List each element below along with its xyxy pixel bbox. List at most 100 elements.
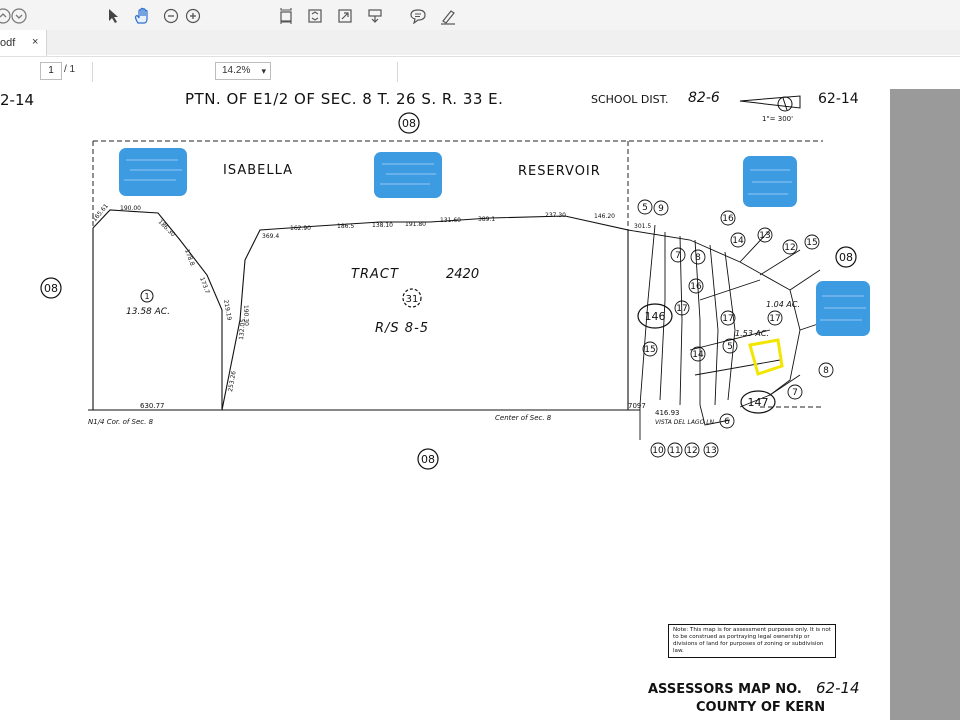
dim-label: 389.1	[478, 216, 495, 223]
acreage-104: 1.04 AC.	[766, 300, 800, 309]
svg-text:11: 11	[669, 446, 680, 456]
dim-label: 301.5	[634, 223, 651, 230]
dim-label: 253.26	[227, 370, 238, 392]
highlight-pen-icon[interactable]	[438, 5, 458, 27]
map-title: PTN. OF E1/2 OF SEC. 8 T. 26 S. R. 33 E.	[185, 90, 504, 108]
tab-label: odf	[0, 37, 16, 49]
svg-text:8: 8	[823, 366, 829, 376]
prev-page-icon[interactable]	[0, 5, 12, 27]
page-total: / 1	[64, 64, 76, 75]
zoom-in-icon[interactable]	[184, 5, 202, 27]
n-quarter-corner: N1/4 Cor. of Sec. 8	[88, 418, 154, 426]
svg-text:13: 13	[705, 446, 716, 456]
dim-label: 237.30	[545, 212, 566, 219]
reservoir-label-b: RESERVOIR	[518, 164, 601, 179]
zoom-out-icon[interactable]	[162, 5, 180, 27]
page-number-input[interactable]: 1	[40, 62, 62, 80]
svg-text:5: 5	[642, 203, 648, 213]
svg-text:17: 17	[769, 314, 780, 324]
rotate-scroll-icon[interactable]	[365, 5, 385, 27]
svg-text:16: 16	[690, 282, 702, 292]
tab-bar: odf ×	[0, 0, 960, 56]
chevron-down-icon: ▾	[261, 66, 266, 76]
hand-tool-icon[interactable]	[132, 5, 152, 27]
dim-label: 162.90	[290, 225, 311, 232]
parcel-31: 31	[406, 294, 419, 305]
disclaimer-note: Note: This map is for assessment purpose…	[668, 624, 836, 658]
toolbar-divider	[397, 62, 398, 82]
svg-text:15: 15	[806, 238, 817, 248]
map-number-right: 62-14	[818, 91, 859, 107]
dim-label: 186.5	[337, 223, 354, 230]
scale-text: 1"= 300'	[762, 115, 794, 123]
tract-number: 2420	[446, 267, 479, 282]
dim-label: 190.30	[242, 305, 250, 326]
acreage-153: 1.53 AC.	[735, 329, 769, 338]
svg-text:16: 16	[722, 214, 734, 224]
reservoir-water-icons	[119, 148, 870, 336]
svg-text:12: 12	[686, 446, 697, 456]
dim-630: 630.77	[140, 402, 165, 410]
svg-text:17: 17	[722, 314, 733, 324]
page-gutter	[890, 89, 960, 720]
comment-icon[interactable]	[408, 5, 428, 27]
svg-text:14: 14	[732, 236, 744, 246]
fit-page-icon[interactable]	[276, 5, 296, 27]
svg-text:10: 10	[652, 446, 664, 456]
dim-416: 416.93	[655, 409, 680, 417]
parcel-08-left: 08	[44, 282, 58, 295]
dim-label: 369.4	[262, 233, 279, 240]
document-tab[interactable]: odf ×	[0, 30, 47, 56]
svg-text:5: 5	[727, 342, 733, 352]
rs-label: R/S 8-5	[375, 321, 429, 336]
toolbar-divider	[92, 62, 93, 82]
book-147: 147	[748, 396, 769, 409]
title-strip	[0, 0, 960, 30]
map-number-left: 2-14	[0, 91, 35, 109]
school-district-label: SCHOOL DIST.	[591, 93, 669, 106]
acreage-1: 13.58 AC.	[126, 307, 170, 317]
full-screen-icon[interactable]	[335, 5, 355, 27]
school-district-value: 82-6	[688, 90, 720, 106]
dim-label: 146.20	[594, 213, 615, 220]
dim-label: 186.30	[157, 218, 177, 238]
next-page-icon[interactable]	[10, 5, 28, 27]
parcel-1: 1	[144, 292, 149, 301]
svg-text:15: 15	[644, 345, 655, 355]
dim-label: 191.80	[405, 221, 426, 228]
dim-7097: 7097	[628, 402, 646, 410]
close-icon[interactable]: ×	[32, 36, 39, 48]
dim-label: 219.19	[222, 299, 233, 321]
svg-text:14: 14	[692, 350, 704, 360]
zoom-value: 14.2%	[222, 65, 251, 76]
dim-label: 138.10	[372, 222, 393, 229]
dim-label: 190.00	[120, 205, 141, 212]
svg-text:7: 7	[792, 388, 798, 398]
center-of-section: Center of Sec. 8	[495, 414, 552, 422]
lot-number-circles	[637, 199, 834, 458]
assessor-map-label: ASSESSORS MAP NO.	[648, 682, 802, 697]
toolbar	[0, 56, 960, 90]
svg-text:8: 8	[695, 253, 701, 263]
lot-numbers: 5 9 7 8 16 14 13 12 15 17 16 17 15 14 5 …	[642, 203, 829, 456]
parcel-08-top: 08	[402, 117, 416, 130]
parcel-08-bottom: 08	[421, 453, 435, 466]
tract-label: TRACT	[351, 267, 399, 282]
subdivision-lots	[627, 224, 831, 440]
street-name: VISTA DEL LAGO LN	[655, 419, 715, 426]
fit-width-icon[interactable]	[305, 5, 325, 27]
select-cursor-icon[interactable]	[104, 5, 122, 27]
highlighted-parcel	[748, 338, 784, 376]
svg-text:12: 12	[784, 243, 795, 253]
svg-text:17: 17	[676, 304, 687, 314]
zoom-level-select[interactable]: 14.2% ▾	[215, 62, 271, 80]
assessor-map: 5 9 7 8 16 14 13 12 15 17 16 17 15 14 5 …	[40, 95, 870, 470]
north-arrow-icon	[739, 95, 801, 112]
reservoir-label-a: ISABELLA	[223, 163, 293, 178]
assessor-map-number: 62-14	[816, 679, 860, 697]
dim-label: 131.60	[440, 217, 461, 224]
parcel-08-markers	[40, 112, 857, 470]
book-146: 146	[645, 310, 666, 323]
parcel-08-right: 08	[839, 251, 853, 264]
svg-text:7: 7	[675, 251, 681, 261]
